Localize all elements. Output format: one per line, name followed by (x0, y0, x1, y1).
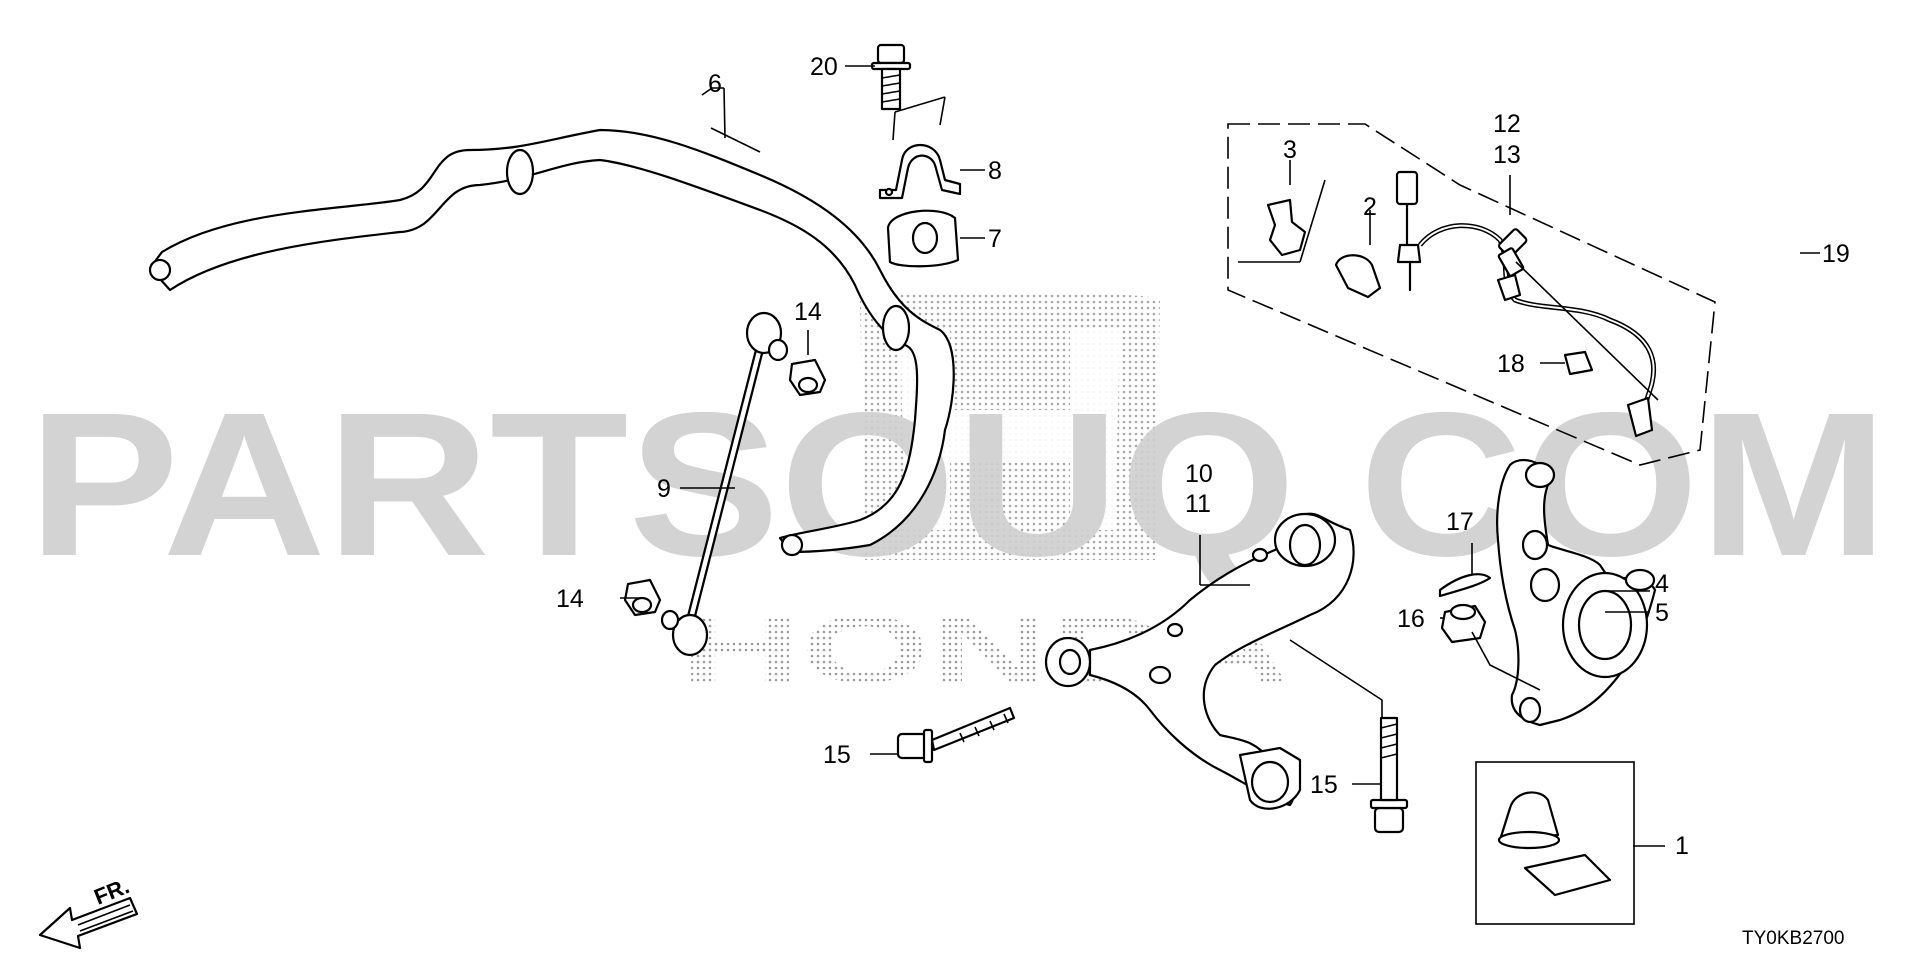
callout-19: 19 (1822, 240, 1850, 268)
lower-arm-bolt-front[interactable] (896, 706, 1016, 764)
sensor-bolt[interactable] (1497, 228, 1528, 277)
callout-9: 9 (657, 475, 671, 503)
link-nut-lower[interactable] (623, 578, 662, 617)
callout-13: 13 (1493, 141, 1521, 169)
boot-set-box (1475, 761, 1635, 925)
callout-17: 17 (1446, 508, 1474, 536)
callout-8: 8 (988, 157, 1002, 185)
callout-5: 5 (1655, 599, 1669, 627)
holder-bolt[interactable] (870, 43, 912, 111)
link-nut-upper[interactable] (788, 358, 827, 397)
leader-19-sensor (1515, 261, 1659, 401)
callout-4: 4 (1655, 570, 1669, 598)
wheel-speed-sensor[interactable] (1395, 170, 1657, 438)
sensor-group-box (1227, 123, 1716, 466)
callout-16: 16 (1397, 605, 1425, 633)
stabilizer-bushing[interactable] (886, 209, 960, 268)
callouts: 1 2 3 4 5 6 7 8 9 10 11 12 13 14 14 15 1… (556, 53, 1850, 860)
callout-2: 2 (1363, 193, 1377, 221)
lower-arm-bolt-rear[interactable] (1369, 716, 1409, 834)
lower-arm[interactable] (1044, 512, 1355, 810)
callout-18: 18 (1497, 350, 1525, 378)
callout-20: 20 (810, 53, 838, 81)
leader-bracket-20 (892, 96, 946, 141)
callout-12: 12 (1493, 110, 1521, 138)
sensor-clip-c[interactable] (1563, 350, 1594, 376)
castle-nut[interactable] (1440, 603, 1487, 644)
callout-11: 11 (1185, 490, 1211, 518)
callout-6: 6 (708, 70, 722, 98)
callout-14-upper: 14 (794, 298, 822, 326)
diagram-code: TY0KB2700 (1742, 928, 1844, 949)
bushing-holder[interactable] (878, 144, 962, 200)
front-direction-arrow: FR. (38, 873, 139, 950)
callout-1: 1 (1675, 832, 1689, 860)
sensor-clip-a[interactable] (1238, 179, 1326, 263)
cotter-pin[interactable] (1438, 573, 1492, 598)
callout-10: 10 (1185, 460, 1213, 488)
callout-7: 7 (988, 225, 1002, 253)
watermark-site-text: PARTSOUQ.COM (28, 370, 1888, 599)
callout-15-rear: 15 (1310, 771, 1338, 799)
callout-3: 3 (1283, 136, 1297, 164)
watermark: PARTSOUQ.COM HONDA (28, 292, 1888, 703)
steering-knuckle[interactable] (1496, 458, 1657, 727)
stabilizer-bar[interactable] (148, 128, 955, 557)
callout-14-lower: 14 (556, 585, 584, 613)
ball-joint-boot[interactable] (1497, 791, 1561, 850)
sensor-clip-b[interactable] (1334, 254, 1382, 299)
stabilizer-link[interactable] (660, 311, 789, 657)
leader-lines (620, 65, 1820, 847)
callout-15-front: 15 (823, 741, 851, 769)
boot-clip[interactable] (1523, 853, 1612, 897)
